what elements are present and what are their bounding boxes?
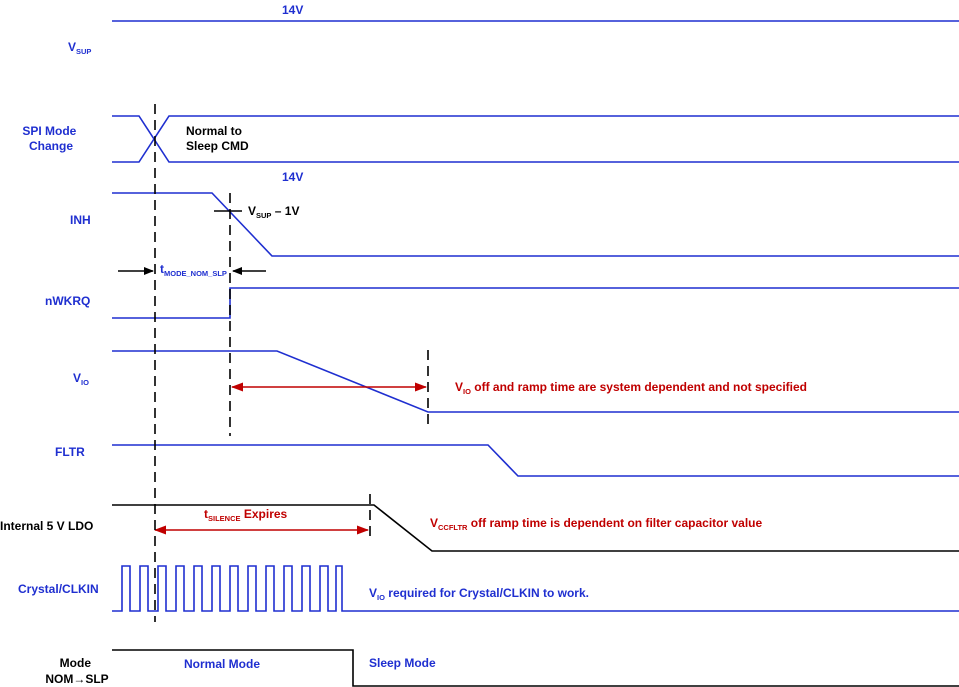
inh-label: INH bbox=[70, 213, 91, 227]
spi-cmd-annotation: Normal to Sleep CMD bbox=[186, 124, 249, 153]
ldo-waveform bbox=[112, 504, 959, 552]
normal-mode-label: Normal Mode bbox=[184, 657, 260, 671]
mode-waveform bbox=[112, 649, 959, 687]
inh-level-label: 14V bbox=[282, 170, 303, 184]
nwkrq-label: nWKRQ bbox=[45, 294, 90, 308]
crystal-note: VIO required for Crystal/CLKIN to work. bbox=[369, 586, 589, 602]
inh-waveform bbox=[112, 192, 959, 257]
vsup-level-label: 14V bbox=[282, 3, 303, 17]
ldo-ramp-note: VCCFLTR off ramp time is dependent on fi… bbox=[430, 516, 763, 532]
spi-mode-change-label: SPI Mode Change bbox=[22, 124, 79, 153]
fltr-waveform bbox=[112, 444, 959, 477]
sleep-mode-label: Sleep Mode bbox=[369, 656, 436, 670]
vio-ramp-note: VIO off and ramp time are system depende… bbox=[455, 380, 807, 396]
vsup-label: VSUP bbox=[68, 40, 91, 56]
nwkrq-waveform bbox=[112, 287, 959, 319]
ldo-label: Internal 5 V LDO bbox=[0, 519, 93, 533]
crystal-label: Crystal/CLKIN bbox=[18, 582, 99, 596]
inh-threshold-annotation: VSUP – 1V bbox=[248, 204, 299, 220]
t-mode-label: tMODE_NOM_SLP bbox=[160, 262, 227, 278]
fltr-label: FLTR bbox=[55, 445, 85, 459]
t-silence-label: tSILENCE Expires bbox=[204, 507, 288, 523]
vio-label: VIO bbox=[73, 371, 89, 387]
mode-label: Mode NOM→SLP bbox=[45, 656, 108, 686]
crystal-waveform bbox=[112, 565, 959, 612]
spi-bus-waveform bbox=[112, 115, 959, 163]
vio-waveform bbox=[112, 350, 959, 413]
